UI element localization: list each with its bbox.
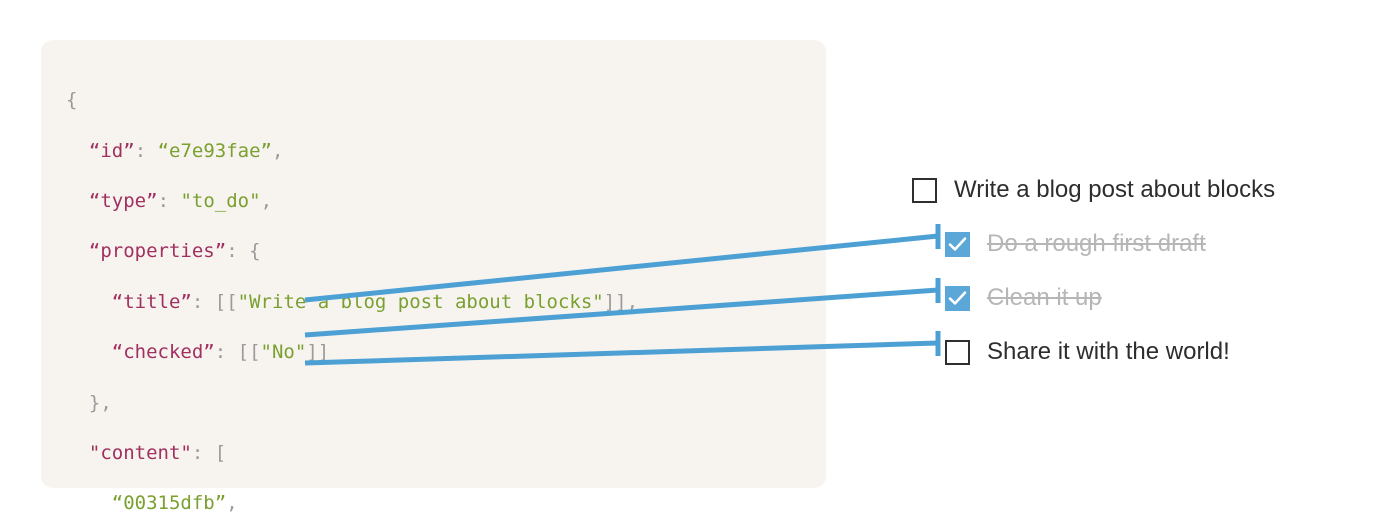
checkbox-unchecked-icon[interactable]: [945, 339, 970, 365]
code-line-close-properties: },: [66, 391, 112, 414]
code-line-type: “type”: "to_do",: [88, 189, 273, 212]
code-line-title: “title”: [["Write a blog post about bloc…: [111, 290, 639, 313]
code-line-properties: “properties”: {: [88, 240, 261, 263]
code-line-open-brace: {: [66, 89, 78, 112]
todo-row[interactable]: Write a blog post about blocks: [912, 163, 1382, 217]
todo-row[interactable]: Do a rough first draft: [945, 217, 1382, 271]
todo-row[interactable]: Share it with the world!: [945, 325, 1382, 379]
checkbox-unchecked-icon[interactable]: [912, 177, 937, 203]
checkmark-icon: [948, 290, 967, 305]
checkbox-checked-icon[interactable]: [945, 285, 970, 311]
todo-checklist: Write a blog post about blocks Do a rough…: [912, 163, 1382, 379]
json-code-panel: { “id”: “e7e93fae”, “type”: "to_do", “pr…: [41, 40, 826, 514]
json-code-text: { “id”: “e7e93fae”, “type”: "to_do", “pr…: [66, 63, 638, 532]
todo-label: Do a rough first draft: [987, 230, 1206, 257]
code-line-content: "content": [: [88, 441, 227, 464]
checkbox-checked-icon[interactable]: [945, 231, 970, 257]
todo-row[interactable]: Clean it up: [945, 271, 1382, 325]
checkmark-icon: [948, 236, 967, 251]
todo-label: Clean it up: [987, 284, 1102, 311]
todo-label: Write a blog post about blocks: [954, 176, 1276, 203]
code-line-id: “id”: “e7e93fae”,: [88, 139, 284, 162]
todo-label: Share it with the world!: [987, 338, 1230, 365]
code-line-checked: “checked”: [["No"]]: [111, 341, 330, 364]
code-line-content-0: “00315dfb”,: [111, 492, 238, 515]
